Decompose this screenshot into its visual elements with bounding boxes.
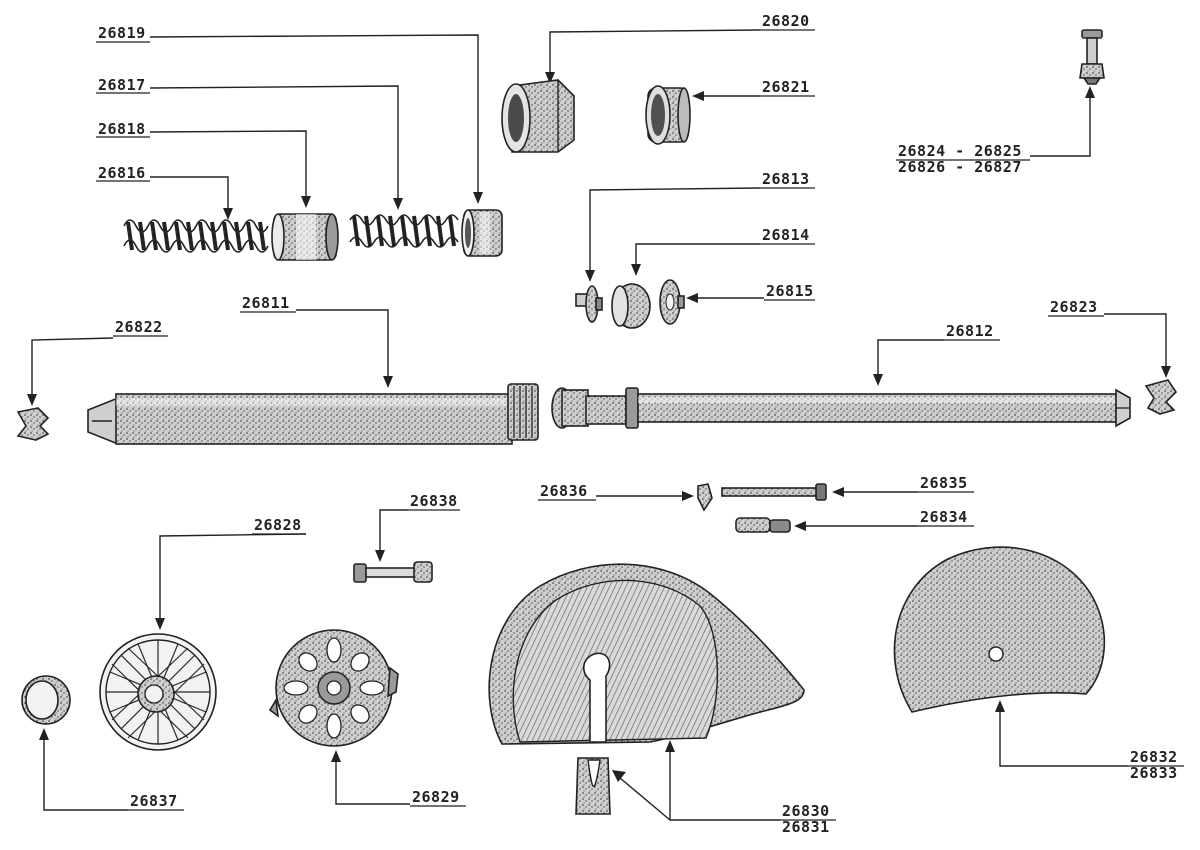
part-label-26834: 26834: [920, 508, 968, 526]
part-label-26833: 26833: [1130, 764, 1178, 782]
callout-26816: 26816: [96, 164, 233, 220]
part-label-26813: 26813: [762, 170, 810, 188]
callout-26837: 26837: [39, 728, 184, 811]
fitting-26824: [1079, 29, 1105, 85]
washer-26814: [611, 283, 651, 329]
part-label-26822: 26822: [115, 318, 163, 336]
nut-26821: [645, 85, 691, 145]
callout-26834: 26834: [794, 508, 974, 531]
part-label-26838: 26838: [410, 492, 458, 510]
callout-26829: 26829: [331, 750, 466, 807]
callout-26823: 26823: [1048, 298, 1171, 378]
callout-26814: 26814: [631, 226, 815, 276]
part-label-26816: 26816: [98, 164, 146, 182]
part-label-26819: 26819: [98, 24, 146, 42]
callout-26822: 26822: [27, 318, 168, 406]
part-label-26818: 26818: [98, 120, 146, 138]
callout-26830-26831: 26830 26831: [612, 740, 836, 836]
part-label-26826-26827: 26826 - 26827: [898, 158, 1022, 176]
callout-26811: 26811: [240, 294, 393, 388]
callout-26828: 26828: [155, 516, 307, 630]
part-label-26832: 26832: [1130, 748, 1178, 766]
bolt-26838: [353, 561, 433, 583]
spring-26816: [123, 219, 269, 253]
cap-26815: [659, 279, 685, 325]
callout-26815: 26815: [686, 282, 815, 303]
part-label-26824-26825: 26824 - 26825: [898, 142, 1022, 160]
part-label-26836: 26836: [540, 482, 588, 500]
bushing-26819: [461, 209, 503, 257]
clip-26823: [1144, 379, 1178, 415]
part-label-26830: 26830: [782, 802, 830, 820]
guard-26830: [488, 563, 805, 745]
tube-26811: [87, 383, 539, 446]
wire-wheel-26828: [99, 633, 217, 751]
callout-26836: 26836: [538, 482, 694, 501]
part-label-26829: 26829: [412, 788, 460, 806]
clip-26822: [16, 407, 50, 441]
part-label-26811: 26811: [242, 294, 290, 312]
bolt-26835: [721, 483, 827, 501]
callout-26813: 26813: [585, 170, 815, 282]
part-label-26823: 26823: [1050, 298, 1098, 316]
part-label-26812: 26812: [946, 322, 994, 340]
nut-26820: [501, 79, 575, 153]
part-label-26820: 26820: [762, 12, 810, 30]
part-label-26828: 26828: [254, 516, 302, 534]
guard-clip-26831: [575, 757, 611, 815]
sleeve-26818: [271, 213, 339, 261]
callout-26817: 26817: [96, 76, 403, 210]
part-label-26835: 26835: [920, 474, 968, 492]
part-label-26831: 26831: [782, 818, 830, 836]
part-label-26821: 26821: [762, 78, 810, 96]
pin-26834: [735, 517, 791, 533]
spring-26817: [349, 214, 459, 248]
callout-26832-26833: 26832 26833: [995, 700, 1184, 782]
callout-26818: 26818: [96, 120, 311, 208]
callout-26824-26827: 26824 - 26825 26826 - 26827: [896, 86, 1095, 176]
part-label-26837: 26837: [130, 792, 178, 810]
pin-26813: [575, 285, 603, 323]
nut-26836: [697, 483, 713, 512]
part-label-26815: 26815: [766, 282, 814, 300]
cover-26832: [893, 546, 1106, 713]
bushing-26837: [21, 675, 71, 725]
callout-26838: 26838: [375, 492, 460, 562]
callout-26821: 26821: [692, 78, 815, 101]
callout-26835: 26835: [832, 474, 974, 497]
cast-wheel-26829: [268, 629, 399, 747]
part-label-26814: 26814: [762, 226, 810, 244]
callout-26812: 26812: [873, 322, 1000, 386]
callout-26819: 26819: [96, 24, 483, 204]
tube-26812: [551, 387, 1131, 429]
callout-26820: 26820: [545, 12, 815, 84]
part-label-26817: 26817: [98, 76, 146, 94]
